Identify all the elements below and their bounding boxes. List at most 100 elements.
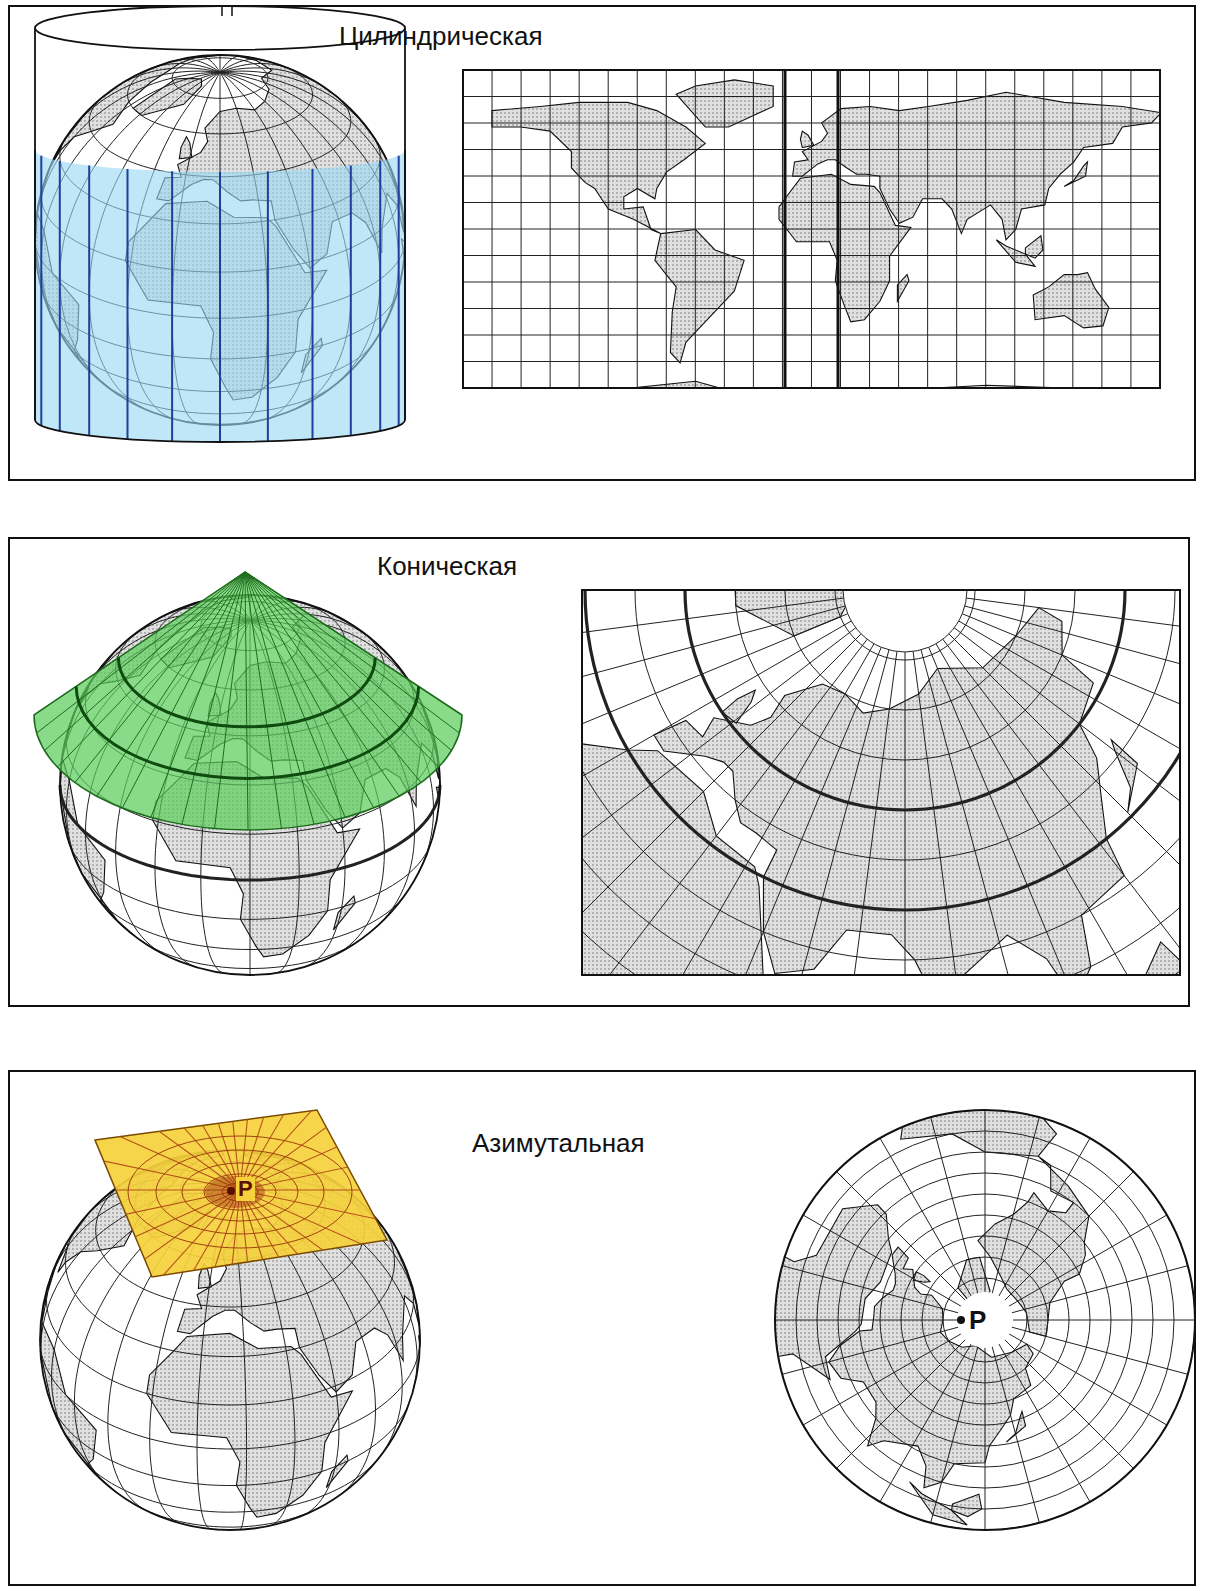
continent [952, 1494, 982, 1516]
pole-hole [957, 1292, 1013, 1348]
cone-meridian [37, 572, 245, 733]
graticule-line [799, 1213, 964, 1308]
cone-meridian [245, 572, 281, 829]
graticule-line [814, 651, 897, 975]
cone-meridian [245, 572, 459, 733]
point-label: P [967, 1306, 988, 1334]
continent [751, 1374, 783, 1395]
plane-ray [66, 997, 240, 1190]
map-frame [775, 1110, 1195, 1530]
graticule-line [785, 590, 1025, 710]
cylinder-slit [231, 6, 233, 16]
continent [1138, 942, 1181, 975]
cone-meridian [245, 572, 248, 830]
graticule-line [1007, 1333, 1172, 1428]
graticule-line [582, 590, 1180, 975]
cone-meridian [245, 572, 345, 817]
graticule-line [1010, 1320, 1200, 1321]
map-frame [463, 70, 1160, 388]
tangent-plane [95, 1110, 387, 1277]
map-frame [582, 590, 1180, 975]
graticule-line [878, 1134, 973, 1299]
continent [735, 590, 850, 636]
graticule-line [89, 96, 351, 176]
cylinder-side [404, 28, 406, 420]
projection-panel: Коническая [8, 537, 1190, 1007]
continent [1033, 273, 1109, 328]
continent [492, 102, 705, 233]
graticule-line [582, 590, 1180, 975]
graticule-line [582, 621, 851, 940]
graticule-line [835, 590, 975, 660]
graticule-line [735, 590, 1075, 760]
graticule-line [878, 1342, 973, 1507]
plane-circle [182, 1163, 298, 1221]
graticule-line [82, 1458, 379, 1513]
cylinder-meridian [40, 156, 42, 426]
graticule-line [635, 590, 1175, 860]
plane-circle [128, 1136, 352, 1248]
continent [655, 230, 744, 363]
plane-ray [160, 943, 240, 1190]
graticule-line [138, 1506, 323, 1528]
contact-line [784, 70, 787, 388]
graticule-line [463, 149, 1160, 150]
graticule-line [770, 1320, 960, 1321]
plane-ray [2, 1190, 240, 1296]
cylinder-base [35, 420, 405, 442]
plane-ray [240, 1190, 370, 1415]
graticule-line [582, 590, 1180, 960]
graticule-line [998, 1134, 1093, 1299]
contact-line [837, 70, 840, 388]
cone-meridian [245, 572, 439, 767]
plane-ray [240, 1189, 500, 1190]
cylindrical-map [463, 70, 1160, 388]
graticule-line [966, 598, 1180, 681]
plane-ray [240, 1084, 478, 1190]
cylinder-meridian [171, 171, 173, 441]
plane-ray [240, 1190, 450, 1343]
graticule-line [463, 96, 1160, 97]
graticule-line [582, 598, 844, 681]
cone-meridian [182, 572, 245, 824]
tangent-point [227, 1187, 235, 1195]
graticule-line [985, 1345, 986, 1535]
panel-title: Цилиндрическая [339, 21, 542, 52]
plane-ray [110, 965, 240, 1190]
cylinder-meridian [267, 171, 269, 441]
graticule-line [128, 64, 313, 133]
graticule-line [796, 1131, 1174, 1509]
plane-ray [2, 1084, 240, 1190]
continent [897, 275, 909, 302]
graticule-line [40, 1342, 420, 1449]
graticule-line [582, 590, 1180, 975]
graticule-line [880, 1215, 1090, 1425]
cone-meridian [245, 572, 399, 796]
plane-circle [204, 1174, 276, 1210]
plane-ray [240, 1190, 494, 1244]
plane-ray [240, 1190, 414, 1383]
graticule-line [463, 308, 1160, 309]
plane-ray [0, 1190, 240, 1244]
graticule-line [921, 650, 1086, 975]
conic-figure [34, 0, 1206, 1290]
graticule-line [838, 1173, 1132, 1467]
standard-parallel [585, 590, 1180, 910]
graticule-line [833, 1338, 967, 1472]
cone-meridian [34, 572, 245, 715]
graticule-line [220, 71, 375, 139]
continent [779, 174, 911, 322]
graticule-line [905, 652, 906, 975]
cylinder-meridian [127, 169, 129, 439]
graticule-line [901, 1236, 1069, 1404]
cylinder-meridian [219, 172, 221, 442]
graticule-line [50, 1400, 409, 1485]
cylinder-meridian [59, 161, 61, 431]
azimuthal-figure [0, 931, 1200, 1579]
graticule-line [959, 621, 1180, 940]
graticule-line [220, 59, 262, 72]
graticule-line [582, 590, 1180, 975]
graticule-line [985, 1105, 986, 1295]
continent [725, 1205, 892, 1380]
graticule-line [582, 634, 861, 975]
